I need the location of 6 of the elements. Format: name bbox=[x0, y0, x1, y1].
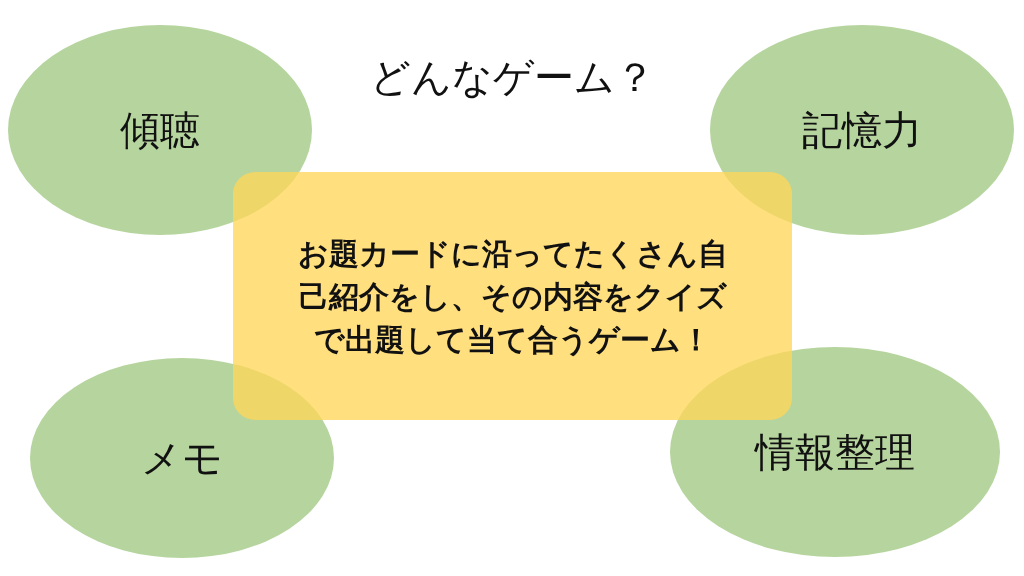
ellipse-label: メモ bbox=[141, 433, 223, 483]
title: どんなゲーム？ bbox=[368, 53, 656, 102]
text-panel: お題カードに沿ってたくさん自己紹介をし、その内容をクイズで出題して当て合うゲーム！ bbox=[233, 172, 792, 420]
ellipse-label: 傾聴 bbox=[120, 105, 200, 155]
ellipse-label: 記憶力 bbox=[802, 105, 922, 155]
ellipse-label: 情報整理 bbox=[755, 427, 915, 477]
